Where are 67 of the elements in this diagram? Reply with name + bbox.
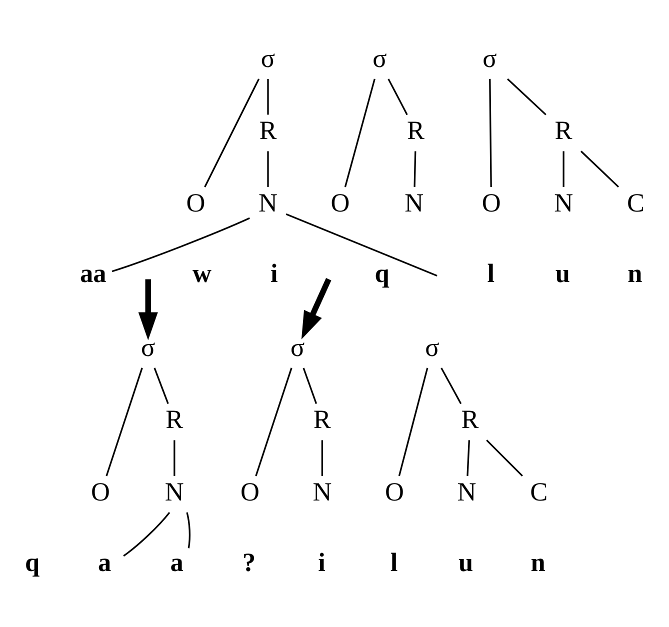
node-text: O: [91, 477, 110, 506]
connector: [440, 368, 462, 404]
connector: [489, 78, 492, 187]
node-text: i: [318, 548, 326, 577]
node-text: O: [186, 188, 206, 218]
node-text: ?: [242, 548, 256, 577]
connector: [286, 213, 438, 276]
connector: [507, 78, 546, 116]
node-text: R: [166, 405, 184, 434]
node-text: N: [258, 188, 278, 218]
node-text: R: [407, 116, 425, 146]
node-text: C: [530, 477, 548, 506]
connector: [154, 368, 169, 404]
node-text: σ: [425, 332, 440, 362]
node-text: O: [240, 477, 260, 506]
connector: [414, 151, 416, 187]
connector: [255, 368, 292, 476]
connector: [398, 368, 428, 476]
node-text: N: [457, 477, 476, 506]
connector: [302, 368, 318, 404]
arrow: [138, 279, 158, 340]
node-text: R: [554, 116, 572, 146]
node-text: N: [312, 477, 332, 506]
node-text: u: [555, 258, 570, 288]
node-text: l: [390, 548, 398, 577]
connector: [123, 512, 170, 557]
connector: [321, 440, 323, 476]
node-text: a: [98, 548, 112, 577]
node-text: R: [259, 116, 277, 146]
node-text: O: [330, 188, 350, 218]
connector: [580, 150, 620, 188]
connector: [204, 78, 260, 188]
connector: [388, 78, 408, 116]
node-text: q: [24, 548, 40, 577]
node-text: i: [270, 258, 278, 288]
node-text: n: [628, 258, 642, 288]
connector: [267, 78, 269, 115]
connector: [267, 151, 269, 187]
connector: [186, 512, 190, 548]
connector: [344, 78, 376, 188]
node-text: O: [384, 477, 404, 506]
node-text: n: [530, 548, 546, 577]
arrow: [301, 278, 332, 340]
node-text: σ: [372, 44, 387, 73]
node-text: σ: [141, 332, 156, 362]
node-text: N: [554, 188, 574, 218]
connector: [486, 440, 523, 477]
node-text: a: [170, 548, 184, 577]
node-text: σ: [260, 44, 276, 73]
node-text: R: [313, 405, 331, 434]
connector: [466, 440, 470, 476]
node-text: w: [192, 258, 212, 288]
node-text: u: [458, 548, 474, 577]
node-text: C: [627, 188, 645, 218]
node-text: N: [164, 477, 184, 506]
connector: [562, 151, 564, 187]
connector: [106, 368, 143, 476]
node-text: O: [482, 188, 501, 218]
node-text: N: [404, 188, 424, 218]
connector: [112, 217, 250, 272]
node-text: σ: [290, 332, 305, 362]
node-text: aa: [80, 258, 106, 288]
connector: [174, 440, 176, 476]
node-text: l: [487, 258, 495, 288]
node-text: R: [461, 405, 479, 434]
node-text: σ: [482, 44, 497, 73]
node-text: q: [374, 258, 390, 288]
